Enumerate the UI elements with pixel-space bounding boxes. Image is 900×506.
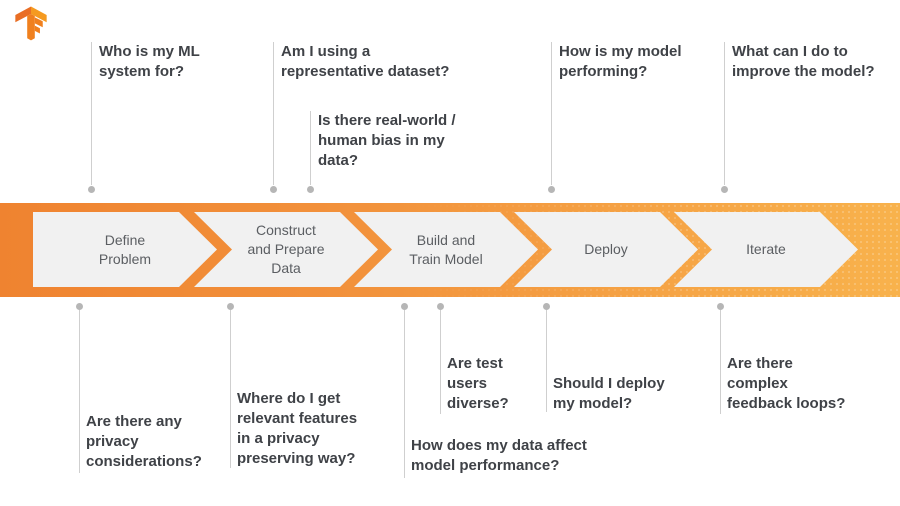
- question-privacy-considerations: Are there any privacy considerations?: [86, 413, 202, 470]
- tensorflow-logo-icon: [15, 6, 47, 41]
- stage-build-and-train-model: Build and Train Model: [354, 212, 538, 287]
- stage-label: Build and Train Model: [409, 231, 483, 267]
- connector-line: [551, 42, 552, 185]
- connector-dot: [542, 302, 550, 310]
- question-who-is-my-ml-system-for: Who is my ML system for?: [99, 43, 200, 80]
- connector-line: [546, 310, 547, 412]
- question-data-affect-performance: How does my data affect model performanc…: [411, 437, 587, 474]
- connector-dot: [269, 185, 277, 193]
- stage-label: Define Problem: [98, 231, 152, 267]
- connector-line: [720, 310, 721, 414]
- stage-label: Deploy: [584, 241, 628, 257]
- connector-line: [91, 42, 92, 185]
- connector-dot: [306, 185, 314, 193]
- connector-dot: [547, 185, 555, 193]
- stage-label: Construct and Prepare Data: [247, 222, 325, 276]
- stage-define-problem: Define Problem: [33, 212, 217, 287]
- connector-line: [79, 310, 80, 473]
- stage-label: Iterate: [746, 241, 786, 257]
- question-complex-feedback-loops: Are there complex feedback loops?: [727, 355, 846, 412]
- question-representative-dataset: Am I using a representative dataset?: [281, 43, 450, 80]
- question-model-performing: How is my model performing?: [559, 43, 682, 80]
- connector-dot: [400, 302, 408, 310]
- stage-construct-and-prepare-data: Construct and Prepare Data: [194, 212, 378, 287]
- connector-dot: [436, 302, 444, 310]
- question-should-i-deploy: Should I deploy my model?: [553, 375, 665, 412]
- question-real-world-human-bias: Is there real-world / human bias in my d…: [318, 112, 456, 169]
- connector-dot: [716, 302, 724, 310]
- question-improve-the-model: What can I do to improve the model?: [732, 43, 875, 80]
- connector-line: [724, 42, 725, 185]
- connector-dot: [87, 185, 95, 193]
- connector-line: [230, 310, 231, 468]
- connector-line: [273, 42, 274, 185]
- question-relevant-features-privacy: Where do I get relevant features in a pr…: [237, 390, 358, 467]
- connector-line: [310, 111, 311, 185]
- connector-line: [404, 310, 405, 478]
- connector-dot: [720, 185, 728, 193]
- connector-dot: [226, 302, 234, 310]
- connector-line: [440, 310, 441, 414]
- question-test-users-diverse: Are test users diverse?: [447, 355, 509, 412]
- connector-dot: [75, 302, 83, 310]
